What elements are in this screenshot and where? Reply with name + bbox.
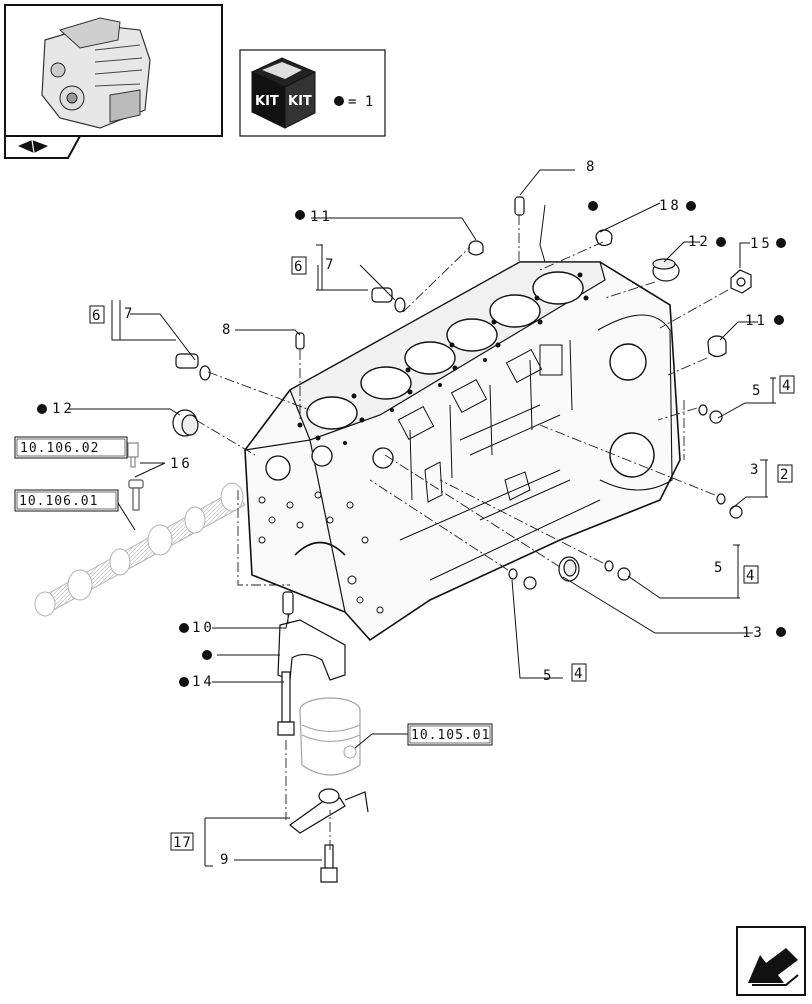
callout-11-top: 11 (310, 209, 333, 225)
box-6-left: 6 (92, 308, 100, 324)
kit-legend: KIT KIT = 1 (239, 49, 386, 137)
callout-16: 16 (170, 456, 193, 472)
next-page-button[interactable] (736, 926, 806, 996)
callout-14: 14 (192, 674, 215, 690)
box-6-upper: 6 (294, 259, 302, 275)
box-4-r1: 4 (782, 378, 790, 394)
engine-block (244, 261, 681, 642)
engine-thumbnail-icon (41, 17, 151, 129)
callout-9: 9 (220, 852, 231, 868)
kit-equals-text: = 1 (348, 94, 373, 110)
piston (299, 697, 361, 776)
callout-7-left: 7 (124, 306, 135, 322)
dash-dot-lines (195, 215, 729, 850)
reference-boxes[interactable]: 10.106.02 10.106.01 10.105.01 (14, 436, 493, 746)
callout-3: 3 (750, 462, 761, 478)
ref-camshaft-bolt[interactable]: 10.106.02 (20, 441, 99, 456)
callout-15: 15 (750, 236, 773, 252)
callout-13: 13 (742, 625, 765, 641)
next-page-arrow-icon (748, 948, 799, 986)
callout-8-mid: 8 (222, 322, 233, 338)
callout-5-r2: 5 (714, 560, 725, 576)
callout-5-r1: 5 (752, 383, 763, 399)
box-4-r2: 4 (746, 568, 754, 584)
kit-markers (37, 201, 786, 687)
callout-labels: 8 18 11 12 15 7 7 8 11 5 12 16 3 5 10 13… (52, 159, 773, 868)
kit-word-left: KIT (255, 94, 279, 109)
kit-box-icon: KIT KIT (250, 57, 317, 129)
engine-thumbnail-panel[interactable] (4, 4, 223, 159)
callout-18: 18 (659, 198, 682, 214)
callout-12-top: 12 (688, 234, 711, 250)
callout-10: 10 (192, 620, 215, 636)
ref-camshaft[interactable]: 10.106.01 (19, 494, 98, 509)
kit-bullet-icon (334, 96, 344, 106)
callout-12-left: 12 (52, 401, 75, 417)
cylinder-bores (306, 271, 584, 430)
ref-piston[interactable]: 10.105.01 (411, 728, 490, 743)
callout-5-bottom: 5 (543, 668, 554, 684)
callout-11-right: 11 (745, 313, 768, 329)
kit-word-right: KIT (288, 94, 312, 109)
box-17: 17 (173, 835, 192, 851)
callout-7-upper: 7 (325, 257, 336, 273)
box-4-bottom: 4 (574, 666, 582, 682)
boxed-callouts[interactable] (89, 256, 795, 851)
box-2: 2 (780, 467, 788, 483)
leader-lines (68, 169, 776, 867)
callout-8-top: 8 (586, 159, 597, 175)
camshaft (34, 482, 246, 617)
book-nav-icon[interactable] (18, 139, 48, 154)
boxed-callout-labels: 6 6 4 2 4 4 17 (92, 259, 790, 851)
